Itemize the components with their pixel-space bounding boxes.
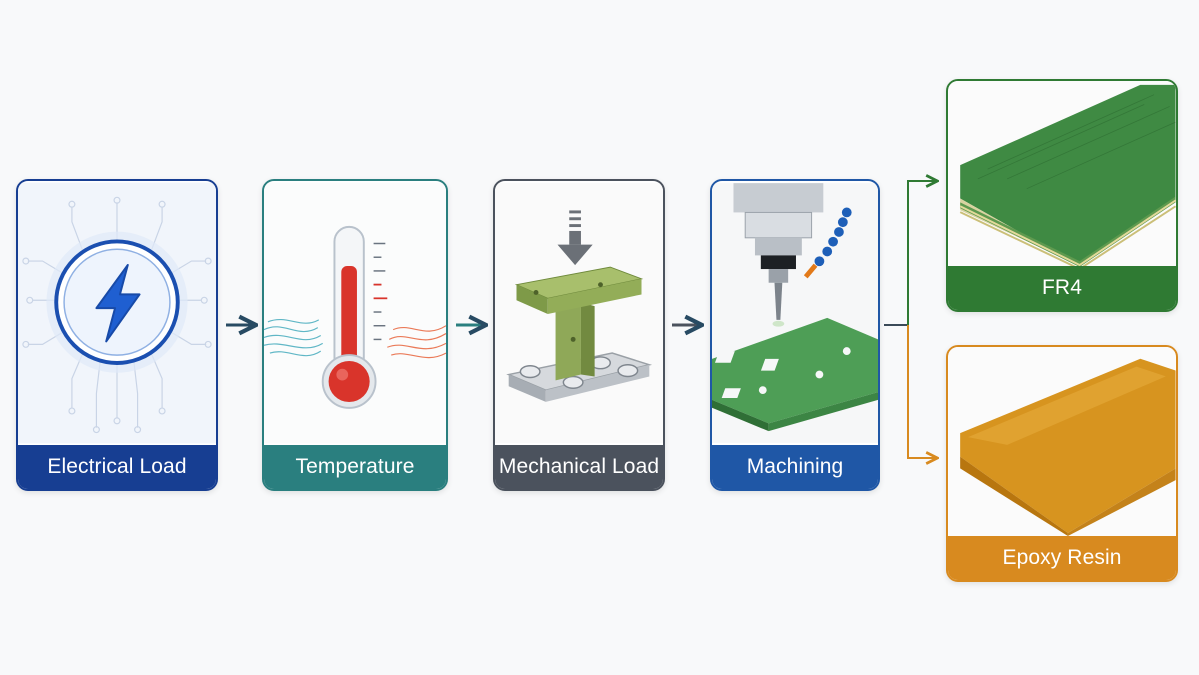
- green-laminate-sheet: [948, 81, 1176, 266]
- epoxy-resin-card: Epoxy Resin: [946, 345, 1178, 582]
- branch-to-epoxy: [907, 325, 936, 458]
- temperature-card: Temperature: [262, 179, 448, 491]
- machining-label: Machining: [712, 445, 878, 489]
- amber-resin-slab: [948, 347, 1176, 536]
- electrical-load-label: Electrical Load: [18, 445, 216, 489]
- fr4-card: FR4: [946, 79, 1178, 312]
- mechanical-load-label: Mechanical Load: [495, 445, 663, 489]
- cnc-drill-icon: [712, 183, 878, 443]
- temperature-label: Temperature: [264, 445, 446, 489]
- machining-card: Machining: [710, 179, 880, 491]
- lightning-bolt-icon: [18, 182, 216, 444]
- branch-to-fr4: [907, 181, 936, 325]
- thermometer-icon: [264, 182, 446, 444]
- compression-fixture-icon: [495, 183, 663, 443]
- mechanical-load-card: Mechanical Load: [493, 179, 665, 491]
- electrical-load-card: Electrical Load: [16, 179, 218, 491]
- fr4-label: FR4: [948, 266, 1176, 310]
- epoxy-resin-label: Epoxy Resin: [948, 536, 1176, 580]
